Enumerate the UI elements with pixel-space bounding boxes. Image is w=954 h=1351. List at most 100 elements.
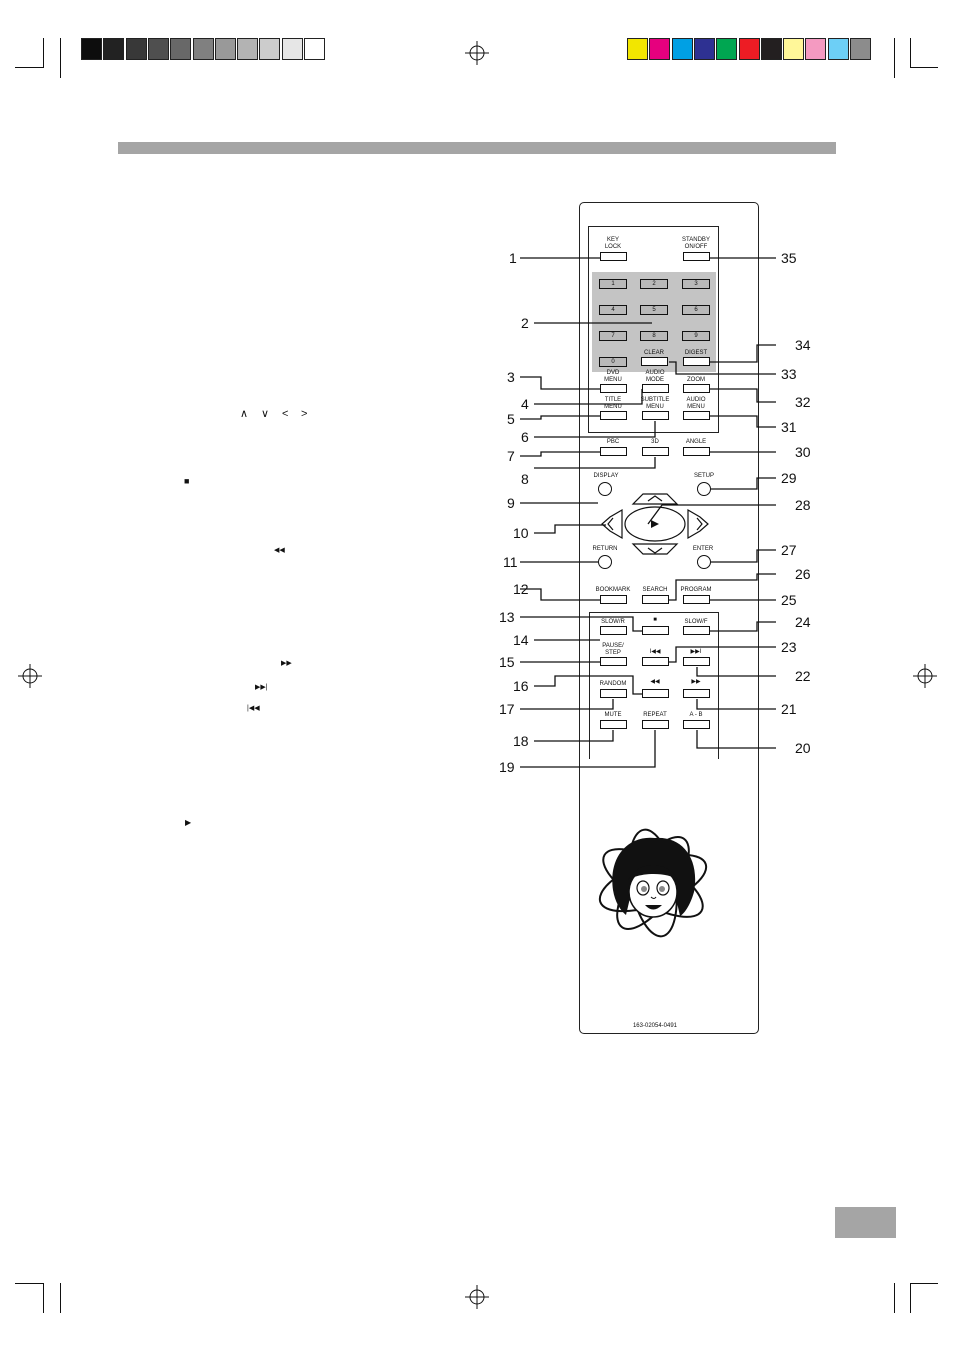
- ab-label: A - B: [689, 712, 703, 718]
- program-button[interactable]: [683, 595, 710, 604]
- search-button[interactable]: [642, 595, 669, 604]
- color-swatch: [716, 38, 738, 60]
- num-9-button[interactable]: 9: [682, 331, 710, 341]
- model-number: 163-02054-0491: [632, 1023, 678, 1029]
- zoom-button[interactable]: [683, 384, 710, 393]
- audio-menu-button[interactable]: [683, 411, 710, 420]
- subtitle-menu-label: SUBTITLE MENU: [640, 397, 670, 410]
- prev-button[interactable]: [642, 657, 669, 666]
- callout-number: 35: [781, 250, 797, 266]
- bookmark-button[interactable]: [600, 595, 627, 604]
- callout-number: 1: [509, 250, 517, 266]
- callout-number: 5: [507, 411, 515, 427]
- callout-number: 31: [781, 419, 797, 435]
- repeat-button[interactable]: [642, 720, 669, 729]
- ffw-label: ▶▶: [691, 679, 701, 685]
- top-panel-outline: [588, 226, 719, 433]
- num-8-button[interactable]: 8: [640, 331, 668, 341]
- return-button[interactable]: [598, 555, 612, 569]
- rewind-symbol: ◀◀: [274, 547, 285, 554]
- callout-number: 34: [795, 337, 811, 353]
- fast-forward-symbol: ▶▶: [281, 660, 292, 667]
- num-5-button[interactable]: 5: [640, 305, 668, 315]
- clear-label: CLEAR: [643, 350, 664, 356]
- callout-number: 29: [781, 470, 797, 486]
- pause-step-label: PAUSE/ STEP: [602, 643, 624, 656]
- color-swatch: [671, 38, 693, 60]
- callout-number: 3: [507, 369, 515, 385]
- repeat-label: REPEAT: [643, 712, 667, 718]
- key-lock-button[interactable]: [600, 252, 627, 261]
- slow-r-button[interactable]: [600, 626, 627, 635]
- callout-number: 21: [781, 701, 797, 717]
- standby-button[interactable]: [683, 252, 710, 261]
- dvd-menu-label: DVD MENU: [604, 370, 622, 383]
- num-6-button[interactable]: 6: [682, 305, 710, 315]
- random-button[interactable]: [600, 689, 627, 698]
- left-symbol: <: [282, 408, 289, 420]
- num-2-button[interactable]: 2: [640, 279, 668, 289]
- program-label: PROGRAM: [680, 587, 712, 593]
- stop-label: ■: [653, 617, 657, 623]
- angle-button[interactable]: [683, 447, 710, 456]
- down-symbol: ∨: [261, 408, 270, 420]
- callout-number: 2: [521, 315, 529, 331]
- num-4-button[interactable]: 4: [599, 305, 627, 315]
- color-swatch: [738, 38, 760, 60]
- callout-number: 16: [513, 678, 529, 694]
- audio-mode-label: AUDIO MODE: [645, 370, 665, 383]
- rew-button[interactable]: [642, 689, 669, 698]
- 3d-label: 3D: [651, 439, 659, 445]
- digest-label: DIGEST: [684, 350, 708, 356]
- subtitle-menu-button[interactable]: [642, 411, 669, 420]
- gray-swatch: [259, 38, 281, 60]
- callout-number: 13: [499, 609, 515, 625]
- gray-swatch: [170, 38, 192, 60]
- zoom-label: ZOOM: [687, 377, 705, 383]
- enter-button[interactable]: [697, 555, 711, 569]
- clear-button[interactable]: [641, 357, 668, 366]
- ab-button[interactable]: [683, 720, 710, 729]
- gray-swatch: [147, 38, 169, 60]
- digest-button[interactable]: [683, 357, 710, 366]
- dvd-menu-button[interactable]: [600, 384, 627, 393]
- num-3-button[interactable]: 3: [682, 279, 710, 289]
- up-symbol: ∧: [240, 408, 249, 420]
- color-swatch: [783, 38, 805, 60]
- pbc-button[interactable]: [600, 447, 627, 456]
- callout-number: 20: [795, 740, 811, 756]
- 3d-button[interactable]: [642, 447, 669, 456]
- next-label: ▶▶I: [690, 649, 702, 655]
- stop-button[interactable]: [642, 626, 669, 635]
- callout-number: 26: [795, 566, 811, 582]
- audio-menu-label: AUDIO MENU: [686, 397, 706, 410]
- transport-panel-outline: [589, 612, 719, 759]
- setup-button[interactable]: [697, 482, 711, 496]
- callout-number: 27: [781, 542, 797, 558]
- color-swatch: [827, 38, 849, 60]
- bookmark-label: BOOKMARK: [595, 587, 631, 593]
- slow-f-button[interactable]: [683, 626, 710, 635]
- callout-number: 30: [795, 444, 811, 460]
- slow-f-label: SLOW/F: [684, 619, 708, 625]
- num-1-button[interactable]: 1: [599, 279, 627, 289]
- gray-swatch: [81, 38, 102, 60]
- title-menu-button[interactable]: [600, 411, 627, 420]
- display-button[interactable]: [598, 482, 612, 496]
- remote-control-outline: [579, 202, 759, 1034]
- setup-label: SETUP: [693, 473, 714, 479]
- mute-button[interactable]: [600, 720, 627, 729]
- color-swatch: [760, 38, 782, 60]
- callout-number: 14: [513, 632, 529, 648]
- ffw-button[interactable]: [683, 689, 710, 698]
- callout-number: 17: [499, 701, 515, 717]
- right-symbol: >: [301, 408, 308, 420]
- callout-number: 23: [781, 639, 797, 655]
- audio-mode-button[interactable]: [642, 384, 669, 393]
- next-button[interactable]: [683, 657, 710, 666]
- num-7-button[interactable]: 7: [599, 331, 627, 341]
- num-0-button[interactable]: 0: [599, 357, 627, 367]
- pause-step-button[interactable]: [600, 657, 627, 666]
